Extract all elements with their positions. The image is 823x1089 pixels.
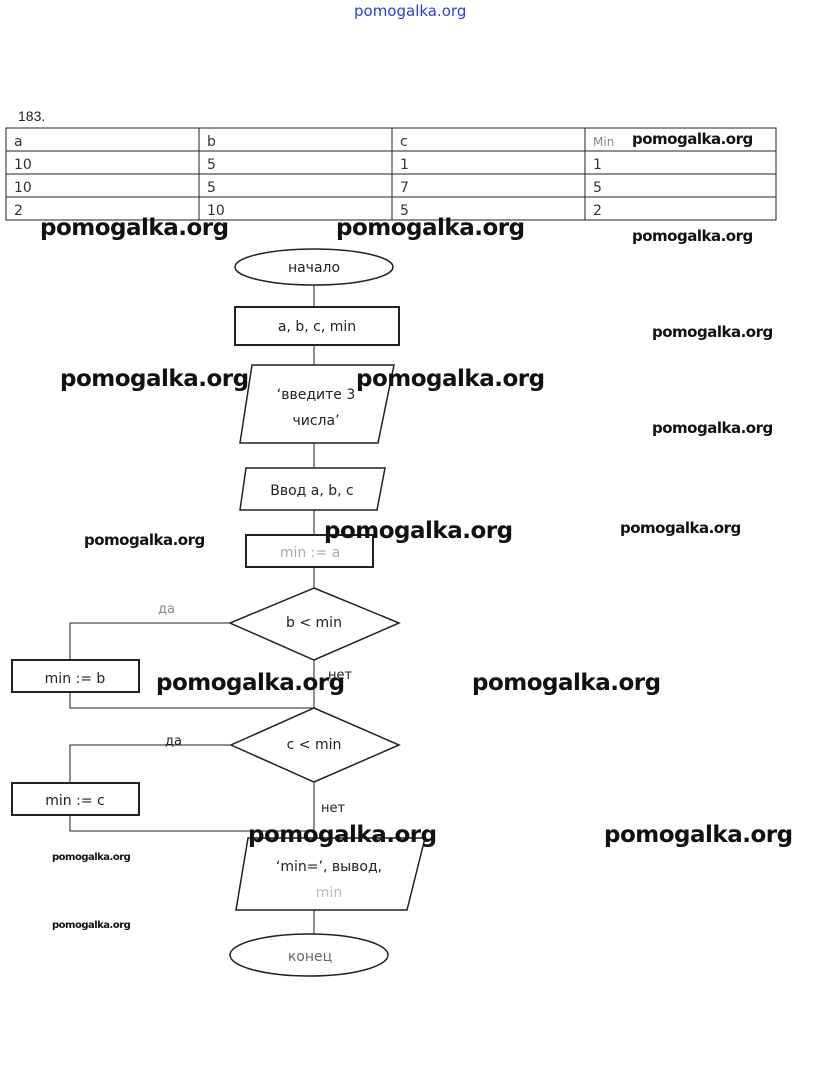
input-label: Ввод a, b, c [270,483,354,499]
output-label-1: ‘min=’, вывод, [276,859,382,875]
input-block [239,467,386,511]
no-label-c: нет [321,801,345,816]
assign-a-label: min := a [280,545,340,561]
watermark: pomogalka.org [336,215,525,241]
table-cell: 5 [207,157,216,173]
condition-c-label: c < min [287,737,342,753]
connector-lines [69,285,315,935]
table-cell: 5 [593,180,602,196]
watermark: pomogalka.org [652,419,773,437]
table-cell: 2 [593,203,602,219]
watermark: pomogalka.org [52,852,131,863]
yes-label-b: да [158,602,175,617]
assign-b-block [11,659,140,693]
table-cell: 10 [207,203,225,219]
condition-b-label: b < min [286,615,342,631]
end-terminal [229,933,389,977]
table-header: a [14,134,23,150]
declare-block [234,306,400,346]
watermark: pomogalka.org [84,531,205,549]
watermark: pomogalka.org [52,920,131,931]
end-label: конец [288,949,332,965]
prompt-label-1: ‘введите 3 [277,387,355,403]
watermark: pomogalka.org [40,215,229,241]
table-cell: 10 [14,157,32,173]
table-row: 2 10 5 2 [14,203,602,219]
table-cell: 7 [400,180,409,196]
result-output-block [235,837,426,911]
start-terminal [234,248,394,286]
watermark: pomogalka.org [324,518,513,544]
problem-number: 183. [18,108,46,124]
table-header: b [207,134,216,150]
watermark: pomogalka.org [248,822,437,848]
assign-c-label: min := c [45,793,104,809]
table-cell: 5 [207,180,216,196]
watermark: pomogalka.org [632,227,753,245]
table-cell: 10 [14,180,32,196]
prompt-label-2: числа’ [292,413,339,429]
watermark: pomogalka.org [60,366,249,392]
no-label-b: нет [328,668,352,683]
yes-label-c: да [165,734,182,749]
table-header: Min [593,135,614,149]
assign-b-label: min := b [45,671,106,687]
declare-label: a, b, c, min [278,319,356,335]
table-cell: 1 [593,157,602,173]
condition-c-diamond [229,707,401,783]
watermark: pomogalka.org [652,323,773,341]
watermark: pomogalka.org [632,130,753,148]
prompt-output-block [239,364,395,444]
watermark: pomogalka.org [604,822,793,848]
table-cell: 2 [14,203,23,219]
output-label-2: min [316,885,342,901]
watermark: pomogalka.org [620,519,741,537]
assign-c-block [11,782,140,816]
table-header: c [400,134,408,150]
table-row: 10 5 1 1 [14,157,602,173]
watermark: pomogalka.org [156,670,345,696]
start-label: начало [288,260,340,276]
site-watermark-header[interactable]: pomogalka.org [354,2,467,20]
table-header-row: a b c Min [14,134,614,150]
value-table [5,127,777,221]
table-cell: 1 [400,157,409,173]
table-row: 10 5 7 5 [14,180,602,196]
watermark: pomogalka.org [356,366,545,392]
table-cell: 5 [400,203,409,219]
watermark: pomogalka.org [472,670,661,696]
condition-b-diamond [228,587,401,661]
assign-a-block [245,534,374,568]
